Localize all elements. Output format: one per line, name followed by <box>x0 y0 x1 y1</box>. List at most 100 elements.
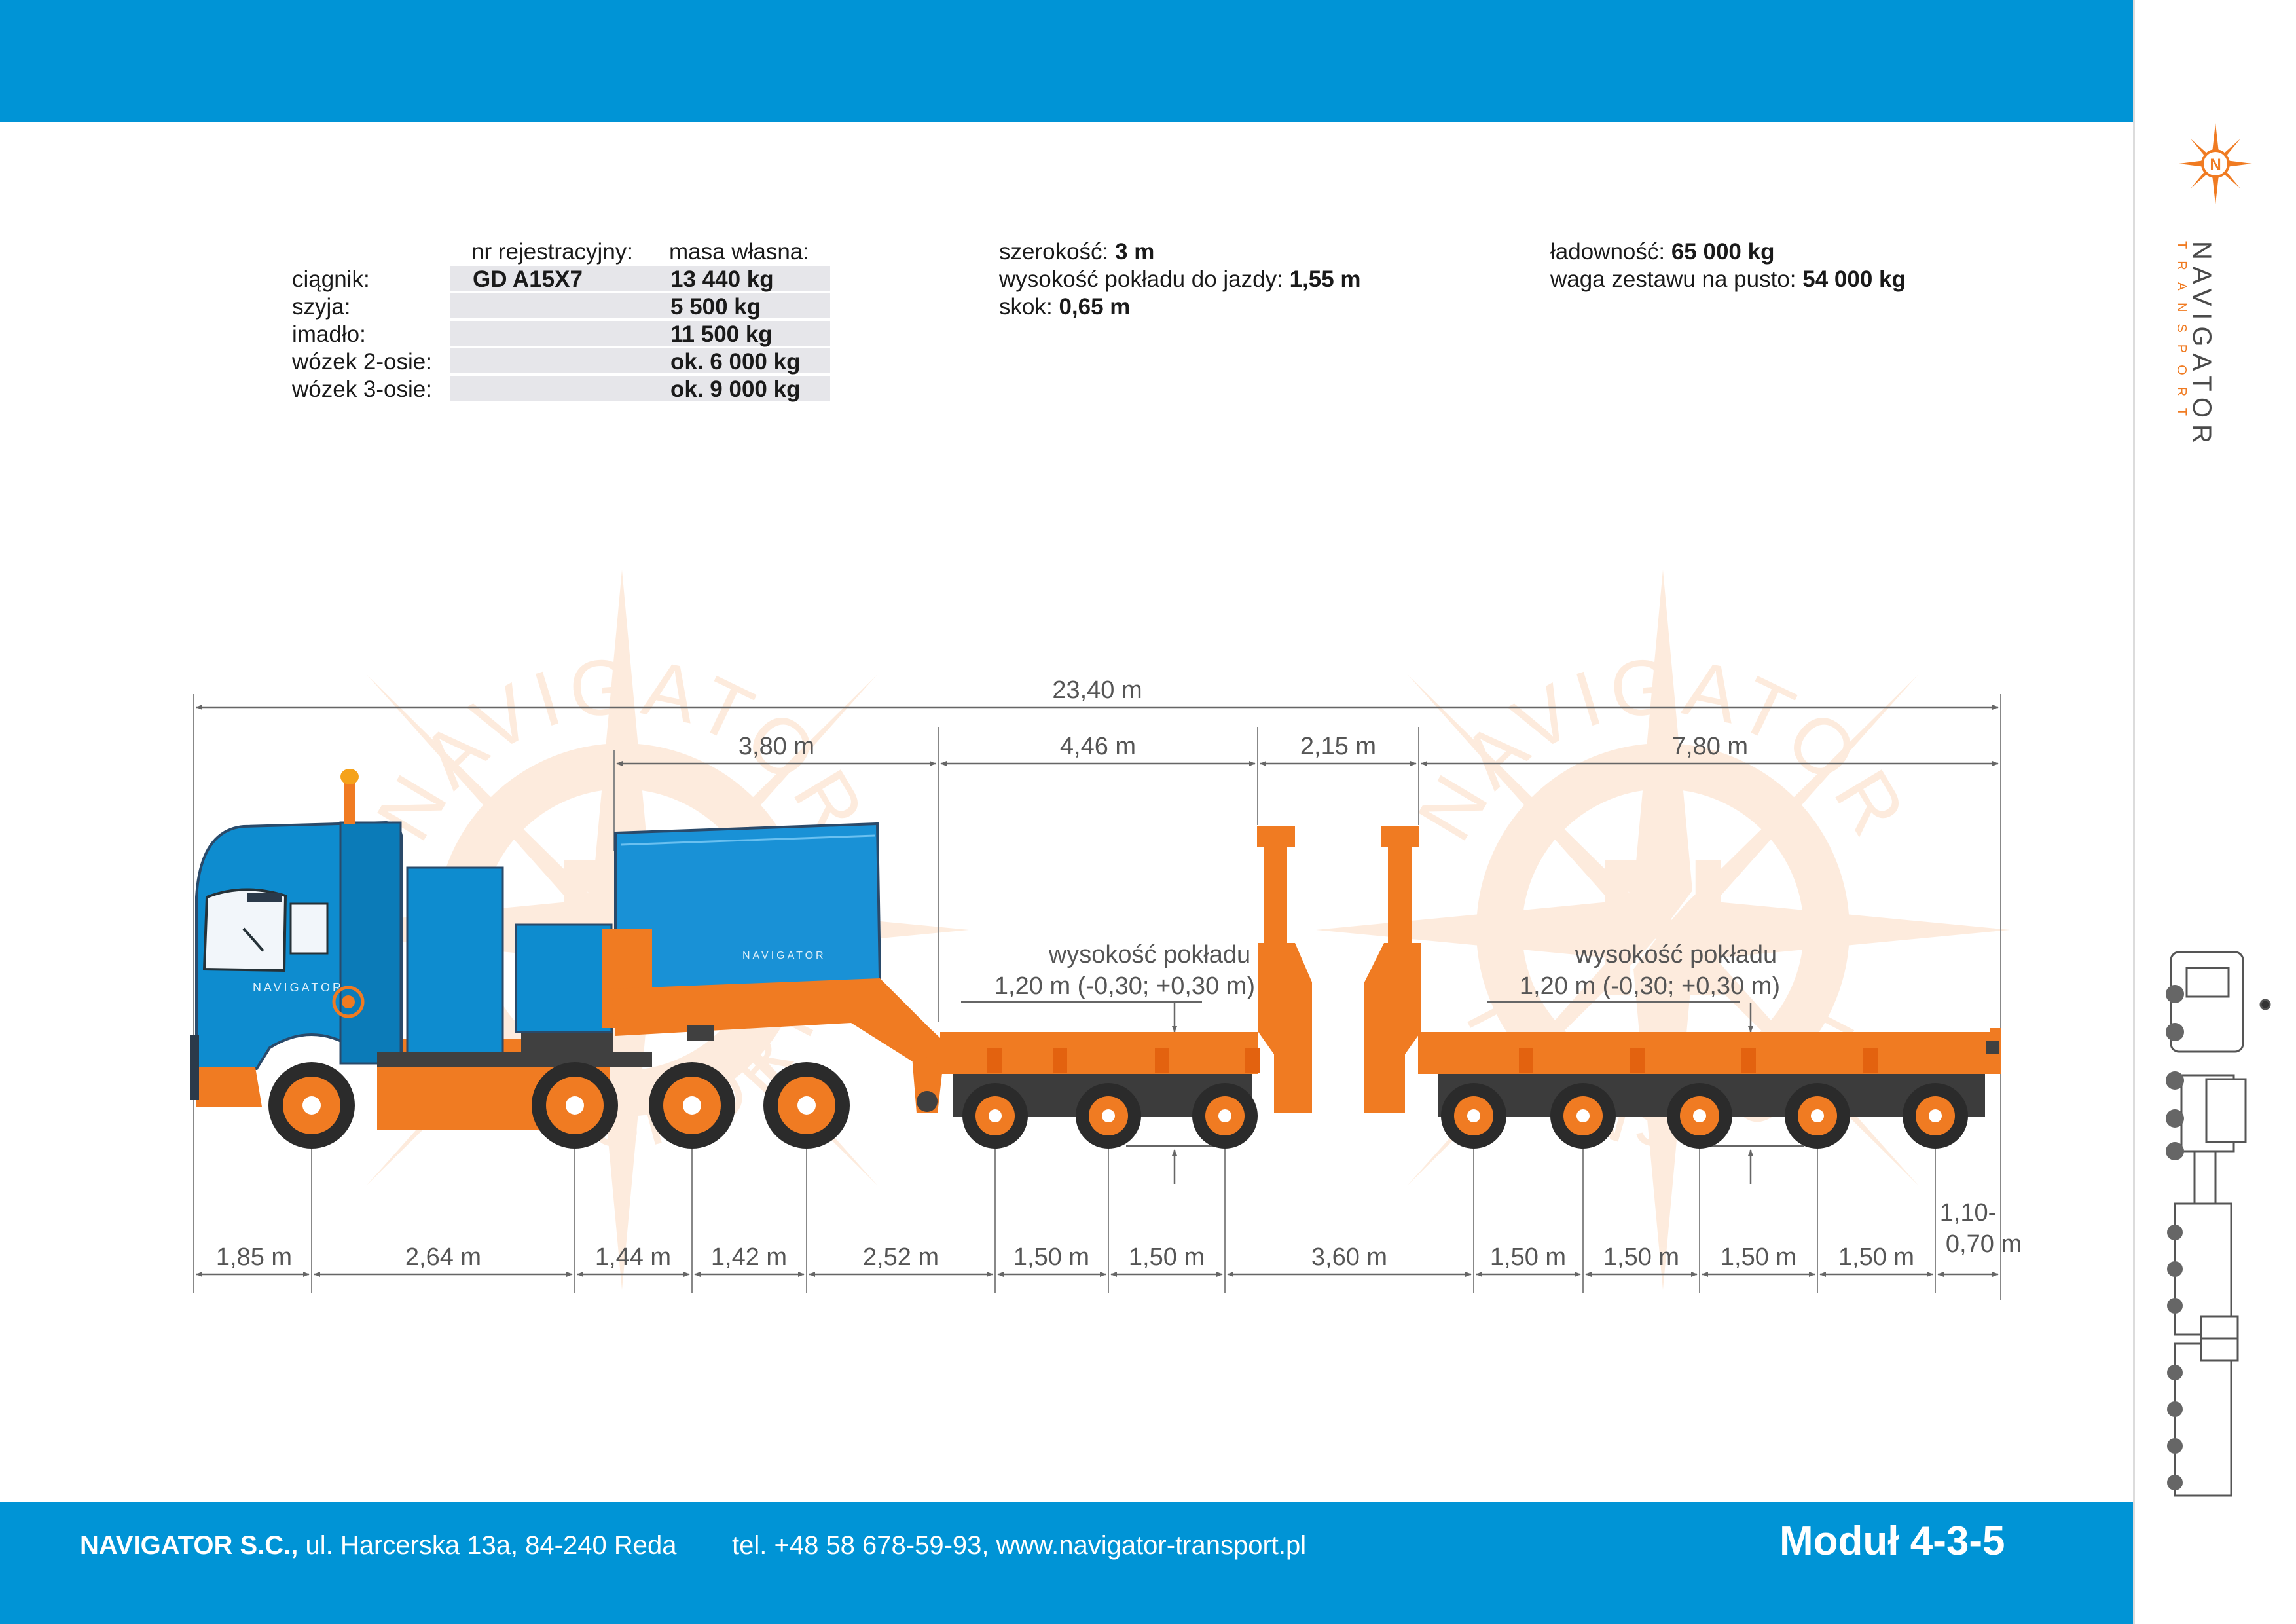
extension-lines <box>193 694 2001 1300</box>
wheel <box>1550 1083 1616 1149</box>
deck-height-title: wysokość pokładu <box>1048 941 1250 969</box>
wheel <box>1441 1083 1506 1149</box>
company-address: ul. Harcerska 13a, 84-240 Reda <box>298 1531 677 1560</box>
sidebar-divider <box>2133 0 2135 1624</box>
table-row-bg <box>450 266 830 291</box>
vehicle-diagram: N NAVIGATOR TRANSPORT N NAVIGATOR TRANSP… <box>190 570 2022 1300</box>
dim-label: 1,50 m <box>1013 1244 1089 1271</box>
table-row-bg <box>450 376 830 401</box>
rear-height-label: 0,70 m <box>1946 1230 2022 1258</box>
compass-rose-icon: N <box>2179 123 2252 204</box>
spec-value: 65 000 kg <box>1671 239 1775 265</box>
wheel <box>1785 1083 1850 1149</box>
brand-sub: TRANSPORT <box>2174 241 2189 428</box>
spec-capacity: ładowność: 65 000 kg <box>1550 238 1774 266</box>
table-header-reg: nr rejestracyjny: <box>471 239 634 265</box>
wheel <box>1903 1083 1968 1149</box>
dim-label: 2,64 m <box>405 1244 481 1271</box>
row-mass: ok. 9 000 kg <box>670 376 800 403</box>
cab-logo-text: NAVIGATOR <box>253 981 344 994</box>
spec-stroke: skok: 0,65 m <box>999 293 1130 321</box>
row-reg-value: GD A15X7 <box>473 267 583 292</box>
table-header-mass: masa własna: <box>669 239 809 265</box>
wheel <box>1667 1083 1732 1149</box>
wheel <box>649 1062 735 1149</box>
deck-height-title: wysokość pokładu <box>1575 941 1777 969</box>
row-mass-value: 5 500 kg <box>670 294 761 320</box>
dim-label: 1,50 m <box>1721 1244 1796 1271</box>
dimension-lines <box>196 705 1999 1277</box>
footer-contact: tel. +48 58 678-59-93, www.navigator-tra… <box>732 1531 1307 1560</box>
wheel <box>532 1062 618 1149</box>
spec-width: szerokość: 3 m <box>999 238 1154 266</box>
dim-label: 3,60 m <box>1311 1244 1387 1271</box>
watermark-right: N NAVIGATOR TRANSPORT <box>1316 570 2010 1290</box>
tractor: NAVIGATOR <box>190 769 652 1130</box>
row-mass-value: ok. 6 000 kg <box>670 349 801 375</box>
dim-label: 2,52 m <box>863 1244 939 1271</box>
spec-label: waga zestawu na pusto: <box>1550 267 1796 292</box>
row-label: wózek 3-osie: <box>292 377 432 402</box>
top-view-schematic <box>2166 951 2271 1497</box>
spec-value: 1,55 m <box>1289 267 1361 292</box>
wheel <box>962 1083 1028 1149</box>
dim-label: 1,42 m <box>711 1244 787 1271</box>
spec-label: wysokość pokładu do jazdy: <box>999 267 1283 292</box>
row-mass: ok. 6 000 kg <box>670 348 800 376</box>
dim-label: 3,80 m <box>738 733 814 760</box>
gooseneck: NAVIGATOR <box>602 822 951 1113</box>
dim-label: 1,50 m <box>1129 1244 1205 1271</box>
row-reg: GD A15X7 <box>473 266 583 293</box>
wheel <box>1076 1083 1141 1149</box>
dim-label: 7,80 m <box>1672 733 1748 760</box>
spec-value: 3 m <box>1115 239 1155 265</box>
dim-label: 2,15 m <box>1300 733 1376 760</box>
wheel <box>763 1062 850 1149</box>
row-label: ciągnik: <box>292 267 370 292</box>
box-logo-text: NAVIGATOR <box>742 950 826 961</box>
svg-text:N: N <box>1592 817 1734 1037</box>
rear-height-label: 1,10- <box>1940 1199 1997 1227</box>
module-title: Moduł 4-3-5 <box>1779 1519 2005 1564</box>
table-row-bg <box>450 321 830 346</box>
dimension-labels: 23,40 m 3,80 m 4,46 m 2,15 m 7,80 m 1,85… <box>216 676 2022 1271</box>
spec-value: 54 000 kg <box>1802 267 1906 292</box>
dim-label: 1,85 m <box>216 1244 292 1271</box>
spec-label: ładowność: <box>1550 239 1666 265</box>
footer-bar <box>0 1502 2133 1624</box>
row-mass-value: 11 500 kg <box>670 322 773 347</box>
row-mass: 11 500 kg <box>670 321 773 348</box>
spec-label: szerokość: <box>999 239 1109 265</box>
header-bar <box>0 0 2133 122</box>
deck-height-indicators <box>961 1001 1804 1184</box>
row-label: imadło: <box>292 322 366 347</box>
wheel <box>1192 1083 1258 1149</box>
total-length-label: 23,40 m <box>1052 676 1142 704</box>
dim-label: 4,46 m <box>1060 733 1136 760</box>
row-label: wózek 2-osie: <box>292 349 432 375</box>
company-name: NAVIGATOR S.C., <box>80 1531 299 1560</box>
svg-text:N: N <box>2210 156 2221 174</box>
trailer-module-1 <box>940 826 1312 1117</box>
dim-label: 1,50 m <box>1603 1244 1679 1271</box>
footer-company: NAVIGATOR S.C., ul. Harcerska 13a, 84-24… <box>80 1531 676 1560</box>
spec-value: 0,65 m <box>1059 294 1131 320</box>
deck-height-value: 1,20 m (-0,30; +0,30 m) <box>1520 972 1780 1000</box>
wheel-set <box>268 1062 1968 1149</box>
row-mass: 13 440 kg <box>670 266 774 293</box>
row-mass-value: 13 440 kg <box>670 267 774 292</box>
row-mass: 5 500 kg <box>670 293 761 321</box>
row-mass-value: ok. 9 000 kg <box>670 377 801 402</box>
table-row-bg <box>450 348 830 373</box>
row-label: szyja: <box>292 294 351 320</box>
dim-label: 1,50 m <box>1490 1244 1566 1271</box>
deck-height-value: 1,20 m (-0,30; +0,30 m) <box>994 972 1255 1000</box>
spec-label: skok: <box>999 294 1053 320</box>
brand-name: NAVIGATOR <box>2187 241 2216 450</box>
dim-label: 1,50 m <box>1838 1244 1914 1271</box>
table-row-bg <box>450 293 830 318</box>
spec-empty-weight: waga zestawu na pusto: 54 000 kg <box>1550 266 1906 293</box>
dim-label: 1,44 m <box>595 1244 671 1271</box>
wheel <box>268 1062 355 1149</box>
spec-deck-height: wysokość pokładu do jazdy: 1,55 m <box>999 266 1361 293</box>
